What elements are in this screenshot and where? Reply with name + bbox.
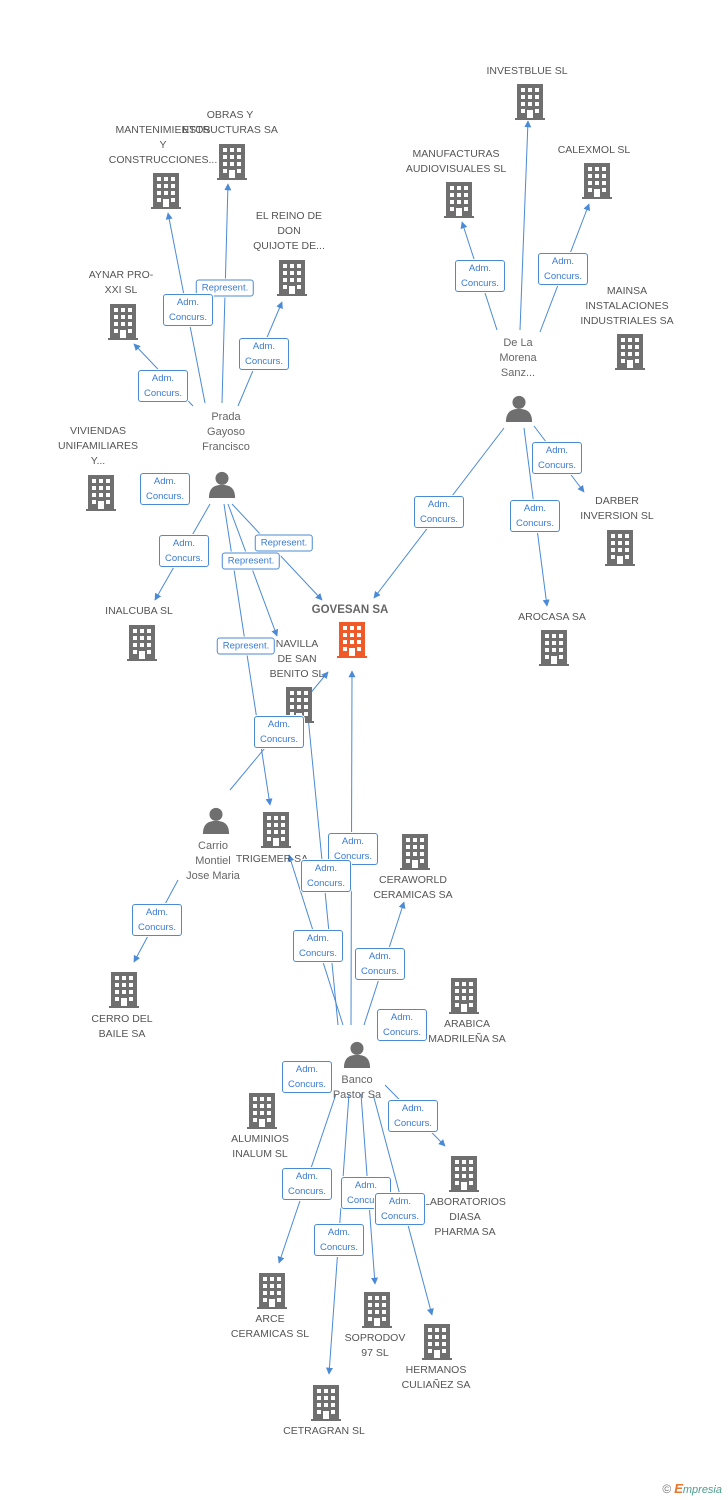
node-label-obras[interactable]: OBRAS Y ESTRUCTURAS SA: [182, 109, 278, 136]
building-icon[interactable]: [605, 530, 635, 566]
relation-label-extra[interactable]: Adm. Concurs.: [281, 1061, 333, 1093]
building-icon[interactable]: [261, 812, 291, 848]
edge-morena-investblue: [519, 120, 532, 331]
main-building-icon[interactable]: [337, 622, 367, 658]
node-label-banco[interactable]: Banco Pastor Sa: [332, 1074, 382, 1101]
brand-logo: Empresia: [674, 1481, 722, 1496]
building-icon[interactable]: [277, 260, 307, 296]
relation-label-banco-navilla[interactable]: Adm. Concurs.: [292, 930, 344, 962]
node-label-trigemer[interactable]: TRIGEMER SA: [235, 853, 309, 865]
person-icon[interactable]: [208, 471, 236, 498]
relation-label-morena-darber[interactable]: Adm. Concurs.: [531, 442, 583, 474]
node-label-reino[interactable]: EL REINO DE DON QUIJOTE DE...: [253, 210, 325, 252]
building-icon[interactable]: [109, 972, 139, 1008]
relation-label-banco-arce[interactable]: Adm. Concurs.: [281, 1168, 333, 1200]
building-icon[interactable]: [86, 475, 116, 511]
building-icon[interactable]: [422, 1324, 452, 1360]
node-label-navilla[interactable]: NAVILLA DE SAN BENITO SL: [269, 638, 325, 680]
relation-label-prada-govesan[interactable]: Represent.: [254, 534, 314, 552]
node-label-cetragran[interactable]: CETRAGRAN SL: [283, 1425, 365, 1437]
node-label-darber[interactable]: DARBER INVERSION SL: [580, 495, 654, 522]
relation-label-extra[interactable]: Adm. Concurs.: [158, 535, 210, 567]
building-icon[interactable]: [615, 334, 645, 370]
building-icon[interactable]: [539, 630, 569, 666]
building-icon[interactable]: [449, 978, 479, 1014]
node-label-mainsa[interactable]: MAINSA INSTALACIONES INDUSTRIALES SA: [580, 285, 674, 327]
building-icon[interactable]: [582, 163, 612, 199]
building-icon[interactable]: [127, 625, 157, 661]
relation-label-extra[interactable]: Adm. Concurs.: [300, 860, 352, 892]
relation-label-prada-trigemer[interactable]: Represent.: [216, 637, 276, 655]
footer-brand: ©Empresia: [662, 1481, 722, 1496]
person-icon[interactable]: [202, 807, 230, 834]
relation-label-morena-arocasa[interactable]: Adm. Concurs.: [509, 500, 561, 532]
node-label-manufacturas[interactable]: MANUFACTURAS AUDIOVISUALES SL: [405, 148, 507, 175]
person-icon[interactable]: [505, 395, 533, 422]
person-icon[interactable]: [343, 1041, 371, 1068]
relation-label-extra[interactable]: Adm. Concurs.: [376, 1009, 428, 1041]
relation-label-banco-ceraworld[interactable]: Adm. Concurs.: [354, 948, 406, 980]
relation-label-prada-obras[interactable]: Represent.: [195, 279, 255, 297]
relation-label-morena-manufacturas[interactable]: Adm. Concurs.: [454, 260, 506, 292]
node-label-ceraworld[interactable]: CERAWORLD CERAMICAS SA: [373, 874, 453, 901]
node-label-mantenimientos[interactable]: MANTENIMIENTOS Y CONSTRUCCIONES...: [108, 124, 218, 166]
node-label-govesan[interactable]: GOVESAN SA: [311, 604, 389, 616]
building-icon[interactable]: [362, 1292, 392, 1328]
node-label-laboratorios[interactable]: LABORATORIOS DIASA PHARMA SA: [424, 1196, 506, 1238]
building-icon[interactable]: [515, 84, 545, 120]
node-label-arocasa[interactable]: AROCASA SA: [518, 611, 586, 623]
relation-label-prada-mantenimientos[interactable]: Adm. Concurs.: [162, 294, 214, 326]
node-label-aluminios[interactable]: ALUMINIOS INALUM SL: [231, 1133, 289, 1160]
node-label-soprodov[interactable]: SOPRODOV 97 SL: [344, 1332, 406, 1359]
node-label-cerro[interactable]: CERRO DEL BAILE SA: [91, 1013, 153, 1040]
relation-label-prada-navilla[interactable]: Represent.: [221, 552, 281, 570]
building-icon[interactable]: [400, 834, 430, 870]
relation-label-morena-calexmol[interactable]: Adm. Concurs.: [537, 253, 589, 285]
node-label-morena[interactable]: De La Morena Sanz...: [499, 337, 537, 379]
node-label-prada[interactable]: Prada Gayoso Francisco: [202, 411, 250, 453]
edge-prada-govesan: [231, 503, 323, 601]
building-icon[interactable]: [217, 144, 247, 180]
relation-label-banco-hermanos[interactable]: Adm. Concurs.: [374, 1193, 426, 1225]
node-label-arce[interactable]: ARCE CERAMICAS SL: [230, 1313, 310, 1340]
node-label-arabica[interactable]: ARABICA MADRILEÑA SA: [428, 1018, 506, 1045]
relation-label-carrio-cerro[interactable]: Adm. Concurs.: [131, 904, 183, 936]
copyright-symbol: ©: [662, 1482, 672, 1496]
building-icon[interactable]: [444, 182, 474, 218]
node-label-inalcuba[interactable]: INALCUBA SL: [105, 605, 173, 617]
building-icon[interactable]: [247, 1093, 277, 1129]
relation-label-extra[interactable]: Adm. Concurs.: [139, 473, 191, 505]
building-icon[interactable]: [311, 1385, 341, 1421]
building-icon[interactable]: [108, 304, 138, 340]
node-label-investblue[interactable]: INVESTBLUE SL: [486, 65, 568, 77]
relation-label-carrio-govesan[interactable]: Adm. Concurs.: [253, 716, 305, 748]
relation-label-banco-govesan[interactable]: Adm. Concurs.: [327, 833, 379, 865]
node-label-carrio[interactable]: Carrio Montiel Jose Maria: [186, 840, 240, 882]
relation-label-morena-govesan[interactable]: Adm. Concurs.: [413, 496, 465, 528]
node-label-calexmol[interactable]: CALEXMOL SL: [557, 144, 631, 156]
building-icon[interactable]: [449, 1156, 479, 1192]
building-icon[interactable]: [151, 173, 181, 209]
node-label-aynar[interactable]: AYNAR PRO- XXI SL: [88, 269, 154, 296]
relation-label-prada-reino[interactable]: Adm. Concurs.: [238, 338, 290, 370]
edge-prada-navilla: [227, 503, 279, 637]
building-icon[interactable]: [257, 1273, 287, 1309]
node-label-hermanos[interactable]: HERMANOS CULIAÑEZ SA: [401, 1364, 471, 1391]
relation-label-banco-laboratorios[interactable]: Adm. Concurs.: [387, 1100, 439, 1132]
node-label-viviendas[interactable]: VIVIENDAS UNIFAMILIARES Y...: [58, 425, 138, 467]
relation-label-banco-cetragran[interactable]: Adm. Concurs.: [313, 1224, 365, 1256]
relation-label-prada-aynar[interactable]: Adm. Concurs.: [137, 370, 189, 402]
